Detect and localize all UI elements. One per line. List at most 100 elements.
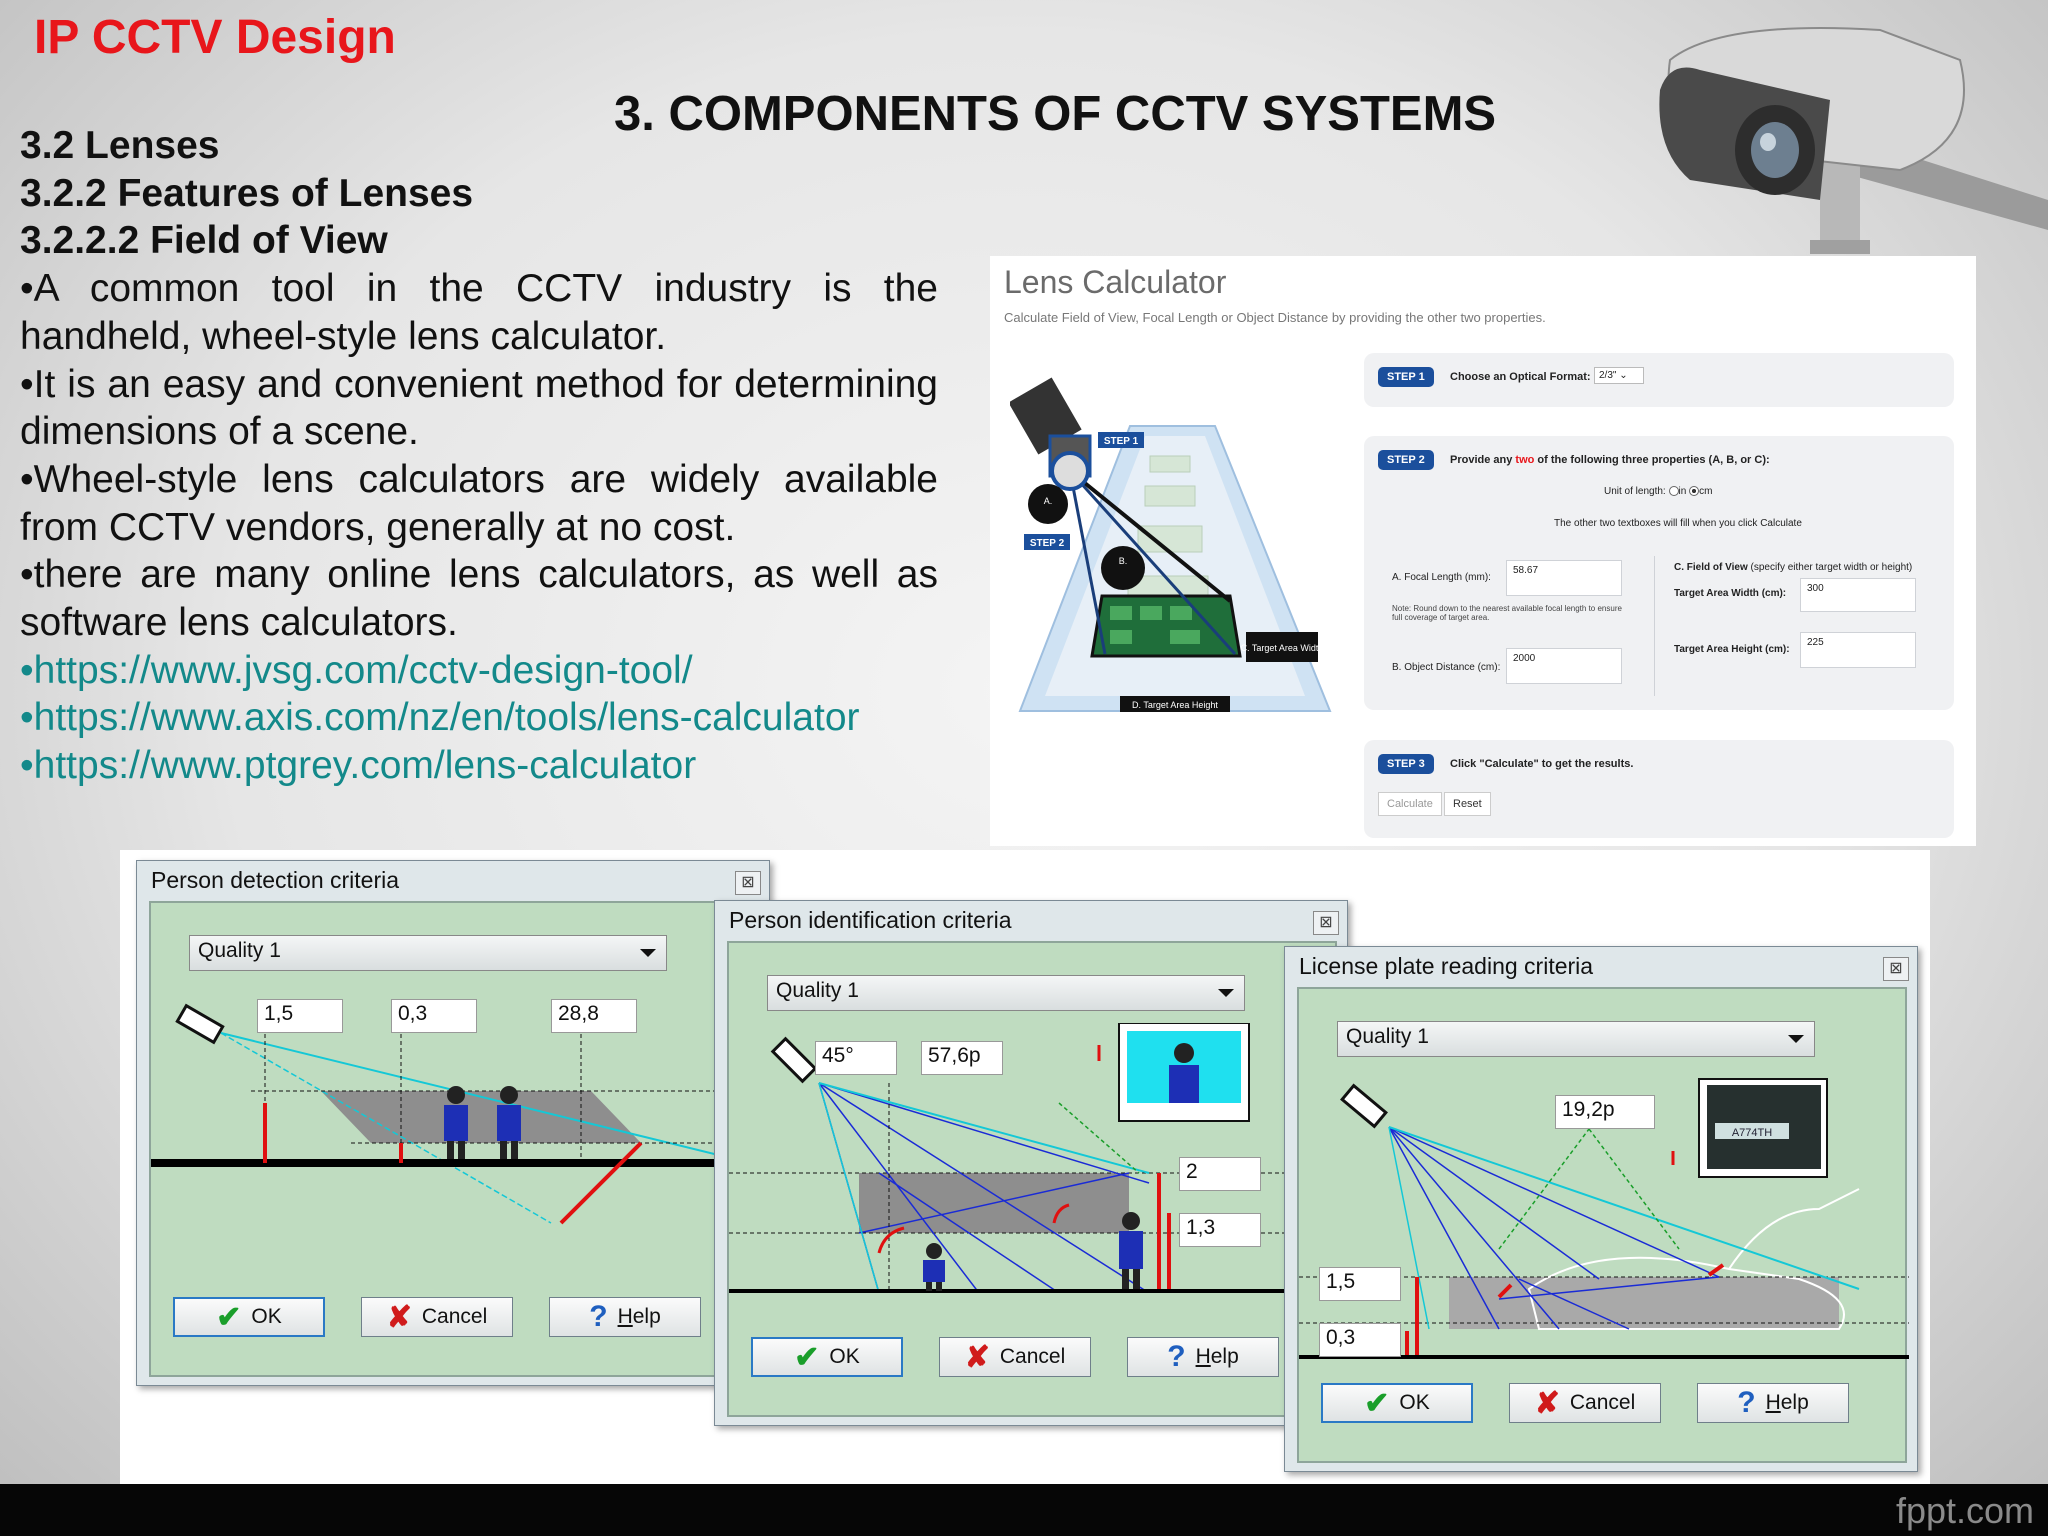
object-distance-input[interactable]: 2000 (1506, 648, 1622, 684)
focal-length-input[interactable]: 58.67 (1506, 560, 1622, 596)
height-field[interactable]: 0,3 (1319, 1323, 1401, 1357)
checkmark-icon: ✔ (216, 1300, 242, 1334)
license-plate-dialog: License plate reading criteria ⊠ Quality… (1284, 946, 1918, 1472)
lens-calculator: Lens Calculator Calculate Field of View,… (990, 256, 1976, 846)
height-field[interactable]: 2 (1179, 1157, 1261, 1191)
value-field[interactable]: 28,8 (551, 999, 637, 1033)
subsection-heading: 3.2.2 Features of Lenses (20, 171, 474, 215)
diagram-step1: STEP 1 (1104, 436, 1139, 447)
pixels-field[interactable]: 19,2p (1555, 1095, 1655, 1129)
diagram-label-a: A. (1044, 496, 1053, 506)
bullet-item: •A common tool in the CCTV industry is t… (20, 267, 938, 358)
chevron-down-icon (1218, 989, 1234, 997)
angle-field[interactable]: 45° (815, 1041, 897, 1075)
question-icon: ? (1737, 1386, 1756, 1419)
divider (1654, 556, 1655, 696)
ok-button[interactable]: ✔OK (1321, 1383, 1473, 1423)
content-text: 3.2 Lenses 3.2.2 Features of Lenses 3.2.… (20, 122, 938, 790)
close-icon[interactable]: ⊠ (735, 871, 761, 895)
step2-hint: The other two textboxes will fill when y… (1554, 518, 1802, 529)
height-field[interactable]: 1,5 (1319, 1267, 1401, 1301)
quality-select[interactable]: Quality 1 (1337, 1021, 1815, 1057)
unit-selector: Unit of length: in cm (1604, 486, 1713, 497)
cancel-button[interactable]: ✘Cancel (361, 1297, 513, 1337)
focal-length-label: A. Focal Length (mm): (1392, 572, 1491, 583)
fov-label: C. Field of View (specify either target … (1674, 562, 1913, 573)
step3-panel: STEP 3 Click "Calculate" to get the resu… (1364, 740, 1954, 838)
diagram-label-c: C. Target Area Width (1241, 643, 1324, 653)
dialog-body: Quality 1 (1297, 987, 1909, 1463)
target-height-input[interactable]: 225 (1800, 632, 1916, 668)
height-field[interactable]: 1,3 (1179, 1213, 1261, 1247)
close-icon[interactable]: ⊠ (1883, 957, 1909, 981)
link-axis[interactable]: •https://www.axis.com/nz/en/tools/lens-c… (20, 696, 860, 740)
step2-panel: STEP 2 Provide any two of the following … (1364, 436, 1954, 710)
ok-button[interactable]: ✔OK (173, 1297, 325, 1337)
person-identification-dialog: Person identification criteria ⊠ Quality… (714, 900, 1348, 1426)
link-ptgrey[interactable]: •https://www.ptgrey.com/lens-calculator (20, 744, 697, 788)
brand-title: IP CCTV Design (34, 11, 396, 64)
person-icon (497, 1086, 521, 1159)
identification-scene (729, 1023, 1339, 1293)
help-button[interactable]: ?Help (549, 1297, 701, 1337)
optical-format-label: Choose an Optical Format: (1450, 371, 1591, 383)
criteria-dialogs-screenshot: Person detection criteria ⊠ Quality 1 (120, 850, 1930, 1484)
plate-preview: A774TH (1698, 1078, 1828, 1178)
diagram-label-d: D. Target Area Height (1132, 700, 1218, 710)
close-icon[interactable]: ⊠ (1313, 911, 1339, 935)
cancel-button[interactable]: ✘Cancel (939, 1337, 1091, 1377)
footer-bar (0, 1484, 2048, 1536)
ok-button[interactable]: ✔OK (751, 1337, 903, 1377)
watermark: fppt.com (1895, 1490, 2034, 1531)
help-button[interactable]: ?Help (1697, 1383, 1849, 1423)
diagram-step2: STEP 2 (1030, 538, 1065, 549)
dialog-title: Person detection criteria (151, 867, 400, 893)
section-heading: 3.2 Lenses (20, 124, 220, 167)
camera-icon (1340, 1083, 1388, 1129)
step1-panel: STEP 1 Choose an Optical Format: 2/3" ⌄ (1364, 353, 1954, 407)
chevron-down-icon: ⌄ (1619, 370, 1628, 381)
x-icon: ✘ (1534, 1386, 1560, 1420)
quality-select[interactable]: Quality 1 (189, 935, 667, 971)
lens-calculator-title: Lens Calculator (1004, 264, 1227, 300)
pixels-field[interactable]: 57,6p (921, 1041, 1003, 1075)
step3-instruction: Click "Calculate" to get the results. (1450, 758, 1634, 770)
camera-icon (770, 1036, 818, 1084)
question-icon: ? (589, 1300, 608, 1333)
cctv-camera-icon (1659, 27, 2048, 254)
cancel-button[interactable]: ✘Cancel (1509, 1383, 1661, 1423)
subsubsection-heading: 3.2.2.2 Field of View (20, 219, 388, 263)
plate-scene: A774TH (1299, 1078, 1909, 1359)
value-field[interactable]: 0,3 (391, 999, 477, 1033)
lens-diagram: A. B. STEP 1 STEP 2 C. Target Area Width… (1010, 377, 1332, 712)
target-width-input[interactable]: 300 (1800, 578, 1916, 612)
link-jvsg[interactable]: •https://www.jvsg.com/cctv-design-tool/ (20, 648, 693, 692)
step2-instruction: Provide any two of the following three p… (1450, 454, 1770, 466)
bullet-item: •It is an easy and convenient method for… (20, 362, 938, 454)
lens-calculator-subtitle: Calculate Field of View, Focal Length or… (1004, 310, 1546, 325)
value-field[interactable]: 1,5 (257, 999, 343, 1033)
face-preview (1118, 1023, 1250, 1122)
unit-in-radio[interactable] (1668, 486, 1679, 497)
target-height-label: Target Area Height (cm): (1674, 644, 1790, 655)
slide-title: 3. COMPONENTS OF CCTV SYSTEMS (614, 87, 1497, 141)
bullet-item: •there are many online lens calculators,… (20, 553, 938, 645)
step3-badge: STEP 3 (1378, 754, 1434, 774)
help-button[interactable]: ?Help (1127, 1337, 1279, 1377)
person-icon (923, 1243, 945, 1291)
reset-button[interactable]: Reset (1444, 792, 1491, 816)
step2-badge: STEP 2 (1378, 450, 1434, 470)
chevron-down-icon (1788, 1035, 1804, 1043)
unit-cm-radio[interactable] (1689, 486, 1700, 497)
dialog-body: Quality 1 (727, 941, 1339, 1417)
checkmark-icon: ✔ (1364, 1386, 1390, 1420)
target-width-label: Target Area Width (cm): (1674, 588, 1787, 599)
dialog-body: Quality 1 1,5 0,3 28,8 ✔OK (149, 901, 761, 1377)
optical-format-select[interactable]: 2/3" ⌄ (1594, 367, 1644, 384)
dialog-title: License plate reading criteria (1299, 953, 1594, 979)
dialog-title: Person identification criteria (729, 907, 1012, 933)
detection-scene (151, 1003, 761, 1225)
calculate-button[interactable]: Calculate (1378, 792, 1442, 816)
quality-select[interactable]: Quality 1 (767, 975, 1245, 1011)
person-detection-dialog: Person detection criteria ⊠ Quality 1 (136, 860, 770, 1386)
